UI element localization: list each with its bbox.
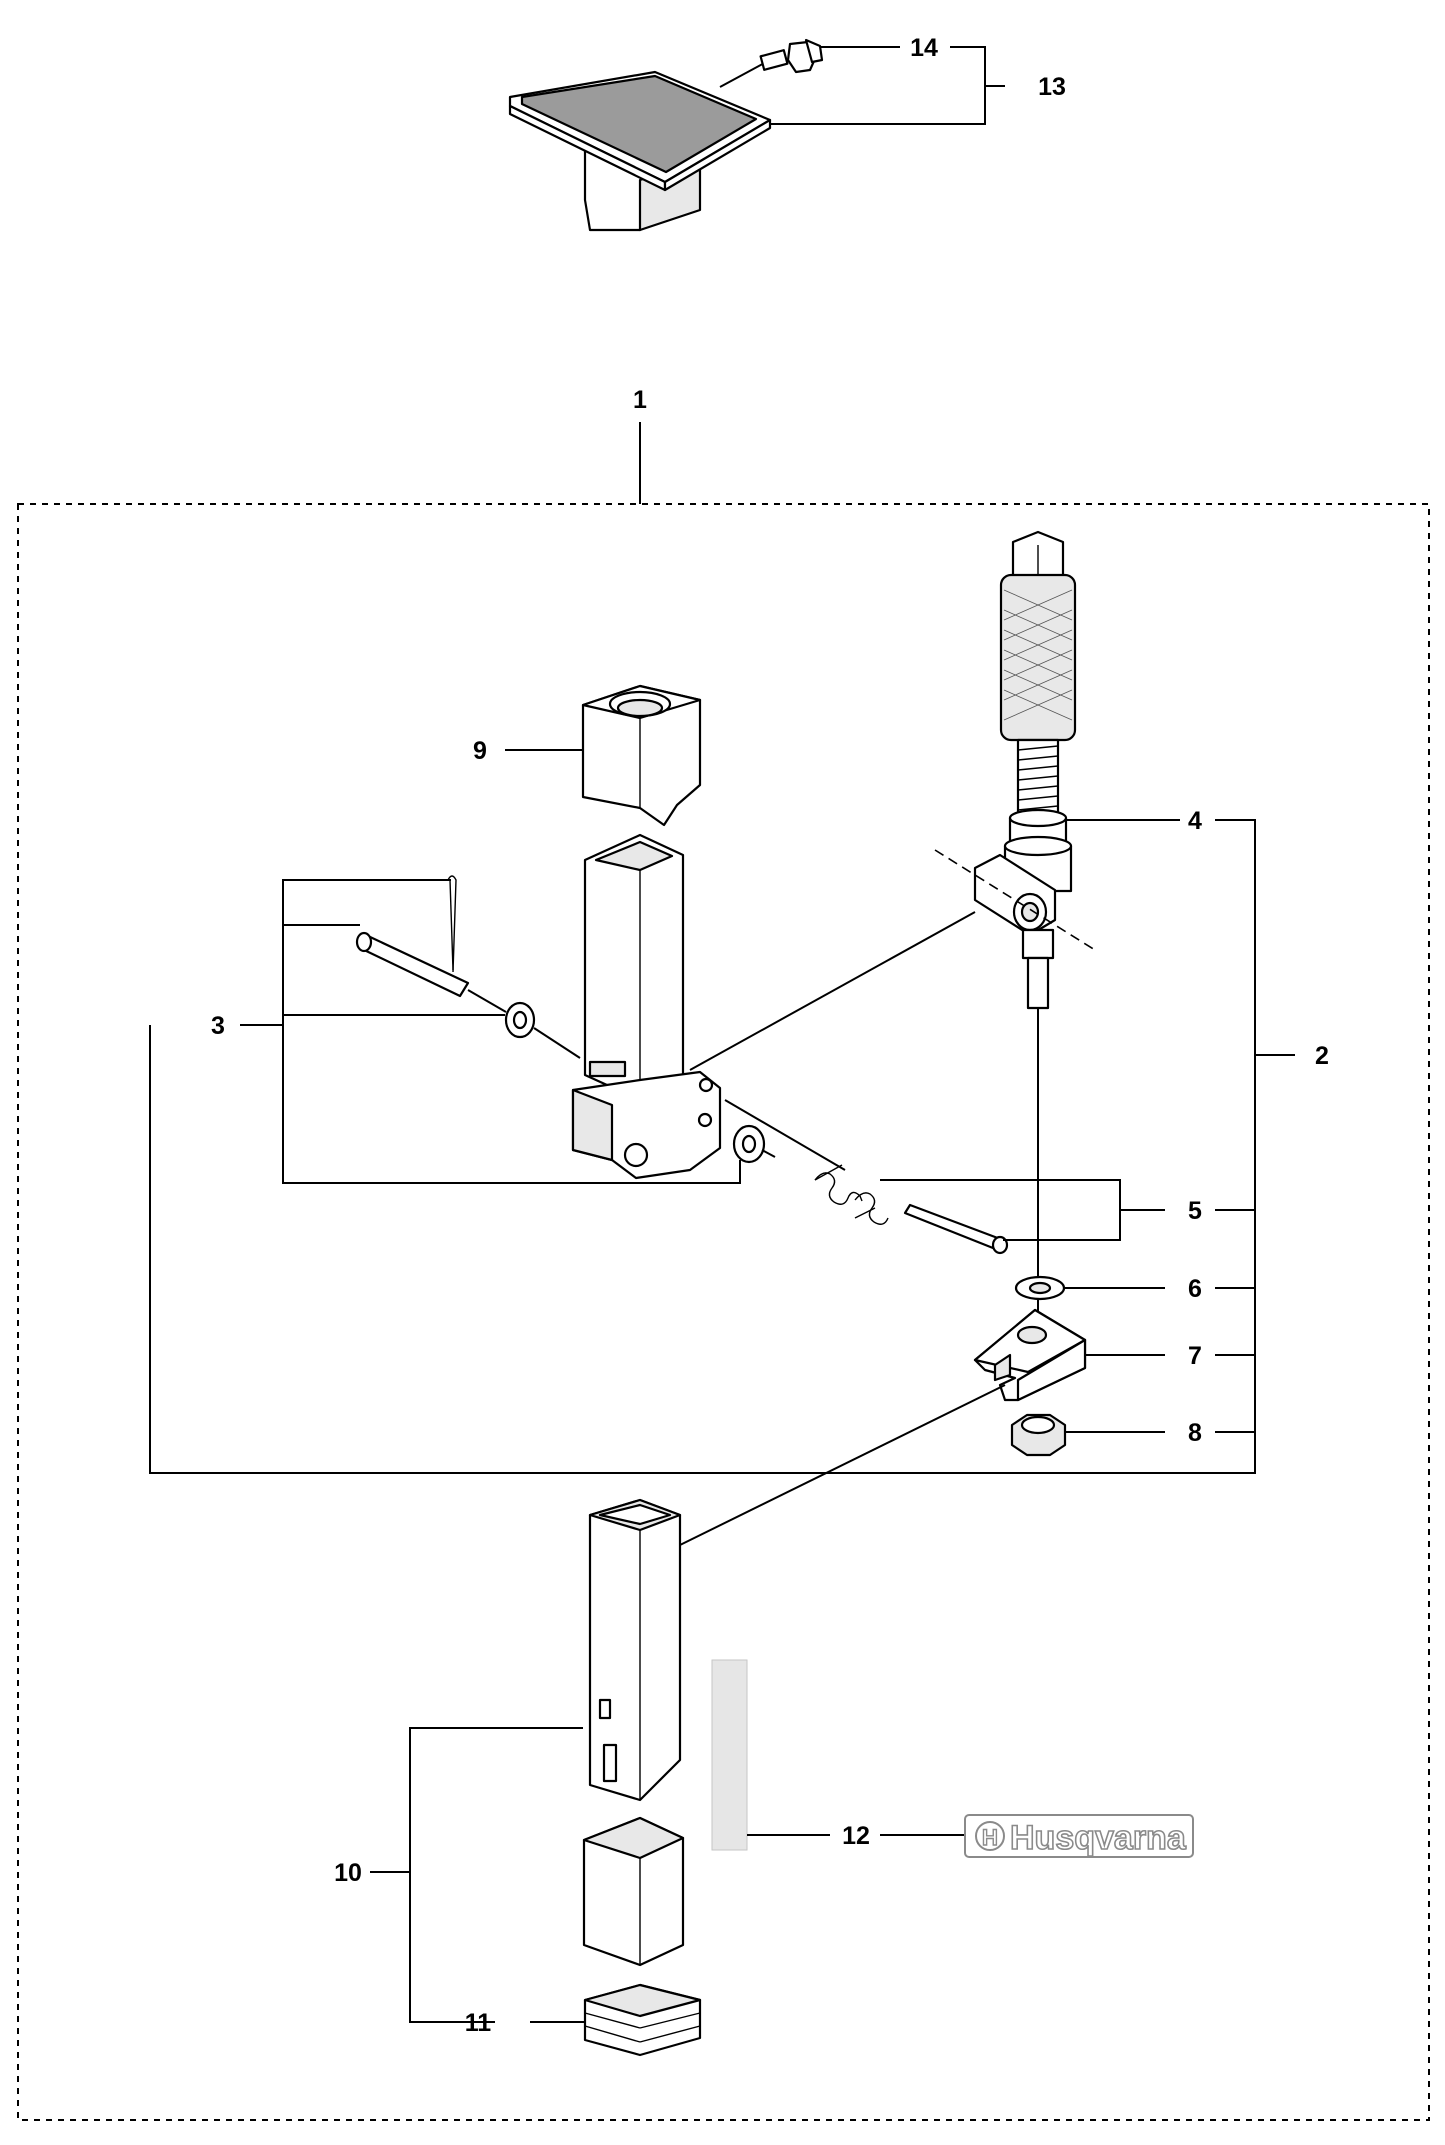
top-cap-9 — [581, 684, 702, 827]
callout-12: 12 — [842, 1822, 870, 1850]
callout-10: 10 — [334, 1859, 362, 1887]
svg-text:H: H — [982, 1825, 998, 1850]
callout-9: 9 — [473, 737, 487, 765]
logo-wordmark: Husqvarna — [1010, 1819, 1187, 1857]
pad-assembly-13 — [508, 70, 772, 232]
callout-5: 5 — [1188, 1197, 1202, 1225]
spring-pin-5 — [814, 1164, 1009, 1255]
nut-8 — [1010, 1413, 1067, 1457]
callout-13: 13 — [1038, 73, 1066, 101]
callout-7: 7 — [1188, 1342, 1202, 1370]
callout-14: 14 — [910, 34, 938, 62]
callout-8: 8 — [1188, 1419, 1202, 1447]
washer-6 — [1014, 1275, 1066, 1301]
assembly-1-boundary — [17, 503, 1430, 2121]
foot-plug-11 — [583, 1983, 702, 2057]
husqvarna-logo-decal: H Husqvarna — [964, 1814, 1194, 1858]
callout-6: 6 — [1188, 1275, 1202, 1303]
decal-panel-12 — [711, 1659, 748, 1851]
pin-set-3 — [355, 875, 766, 1164]
upper-tube — [571, 833, 722, 1180]
end-sleeve — [582, 1816, 685, 1967]
crown-logo-icon: H — [975, 1821, 1005, 1851]
screw-handle-4 — [973, 530, 1077, 1010]
callout-2: 2 — [1315, 1042, 1329, 1070]
fork-bracket-7 — [973, 1308, 1087, 1402]
callout-3: 3 — [211, 1012, 225, 1040]
wing-screw-14 — [719, 38, 824, 88]
callout-1: 1 — [633, 386, 647, 414]
callout-4: 4 — [1188, 807, 1202, 835]
lower-tube-10 — [588, 1498, 682, 1802]
callout-11: 11 — [465, 2009, 492, 2037]
